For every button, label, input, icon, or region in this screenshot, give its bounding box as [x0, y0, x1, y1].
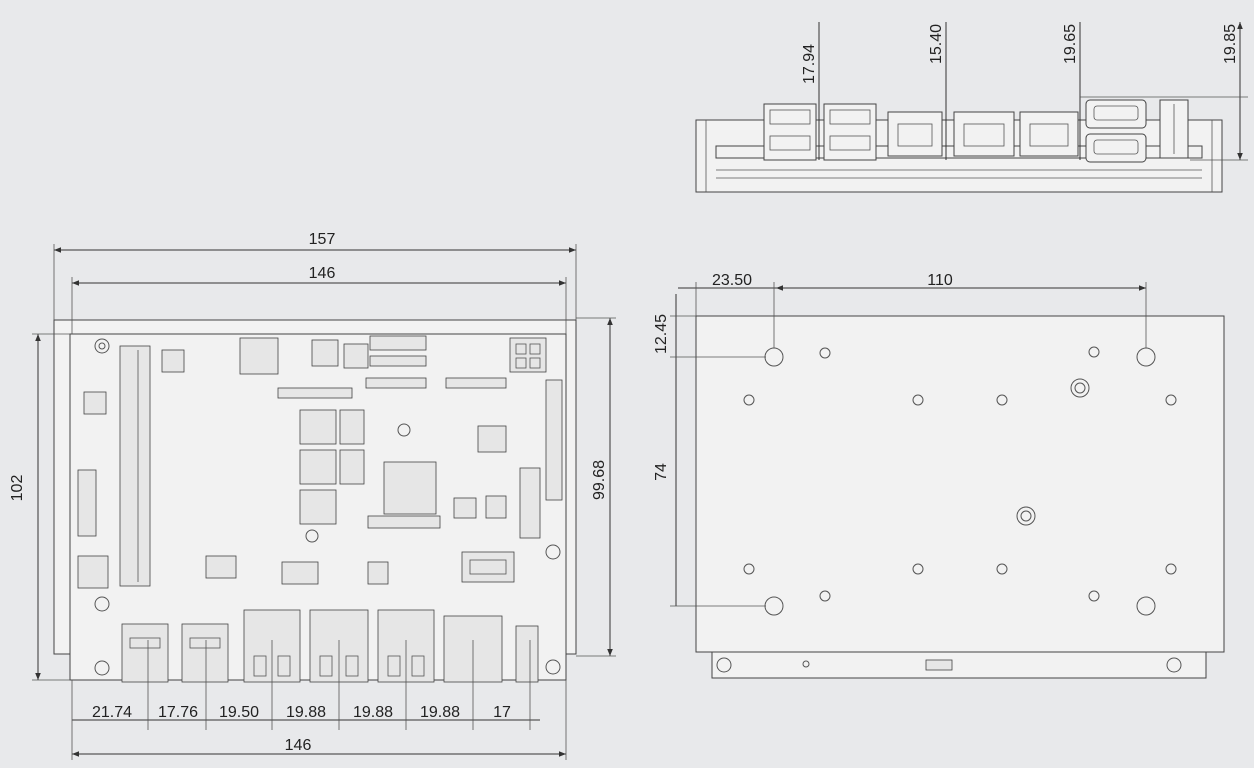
top-view: 157 146 102 99.68 21.74 17.76 19.50 19.8…	[9, 231, 616, 760]
usb-c-1	[121, 623, 169, 683]
spacing-2: 17.76	[158, 704, 198, 721]
spacing-5: 19.88	[353, 704, 393, 721]
sodimm-slot	[119, 345, 151, 587]
bottom-offset-y: 12.45	[653, 314, 670, 354]
spacing-7: 17	[493, 704, 511, 721]
mipi-connector	[367, 515, 441, 529]
mount-hole-bl	[94, 660, 110, 676]
dc-input	[515, 625, 539, 683]
usb-c-2	[181, 623, 229, 683]
top-height-right: 99.68	[591, 460, 608, 500]
side-dim-3: 19.65	[1062, 24, 1079, 64]
spacing-6: 19.88	[420, 704, 460, 721]
side-dim-1: 17.94	[801, 44, 818, 84]
bottom-hole-spacing-x: 110	[927, 272, 953, 289]
hdmi-port-1	[1085, 99, 1147, 129]
ram-chip-1	[299, 409, 337, 445]
ram-chip-3	[299, 489, 337, 525]
top-overall-width: 157	[309, 231, 336, 248]
top-height-left: 102	[9, 475, 26, 502]
bottom-offset-x: 23.50	[712, 272, 752, 289]
standoff-br	[1136, 596, 1156, 616]
bottom-enclosure	[695, 315, 1225, 653]
mount-hole-br	[545, 659, 561, 675]
rj45-port-1	[887, 111, 943, 157]
top-board-width: 146	[309, 265, 336, 282]
side-view: 17.94 15.40 19.65 19.85	[695, 22, 1248, 193]
mount-hole-mr	[545, 544, 561, 560]
usb-stack-2	[823, 103, 877, 161]
mount-hole-tl	[94, 338, 110, 354]
mount-hole-ml	[94, 596, 110, 612]
usb-stack-1	[763, 103, 817, 161]
bottom-view: 23.50 110 12.45 74	[653, 272, 1225, 679]
header-connector-1	[369, 335, 427, 351]
ram-chip-2	[299, 449, 337, 485]
power-connector	[509, 337, 547, 373]
spacing-1: 21.74	[92, 704, 132, 721]
bottom-hole-spacing-y: 74	[653, 463, 670, 481]
soc-chip	[383, 461, 437, 515]
side-dim-2: 15.40	[928, 24, 945, 64]
bottom-width: 146	[285, 737, 312, 754]
spacing-3: 19.50	[219, 704, 259, 721]
spacing-4: 19.88	[286, 704, 326, 721]
side-header	[545, 379, 563, 501]
bottom-pcb-edge	[711, 651, 1207, 679]
hdmi-port-2	[1085, 133, 1147, 163]
rj45-port-2	[953, 111, 1015, 157]
side-dim-4: 19.85	[1222, 24, 1239, 64]
rj45-port-3	[1019, 111, 1079, 157]
